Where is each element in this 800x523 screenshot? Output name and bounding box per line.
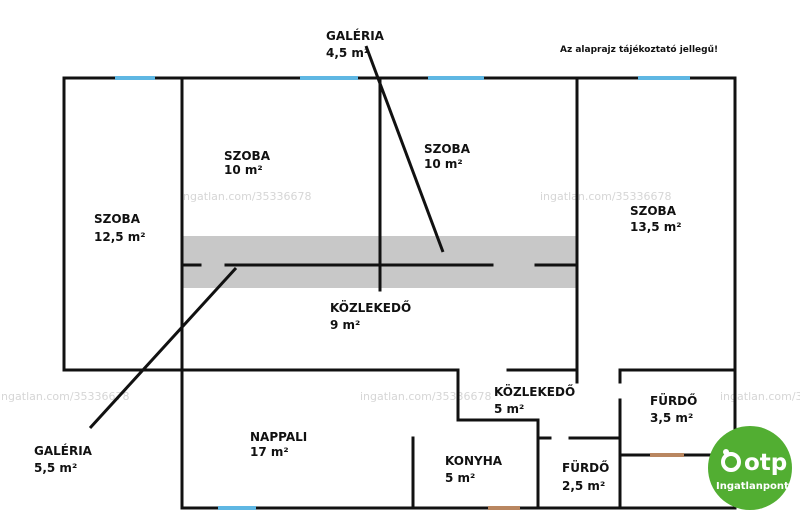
- walls: [62, 76, 737, 510]
- watermark: ingatlan.com/35336678: [0, 390, 130, 403]
- otp-logo: otp Ingatlanpont: [708, 426, 792, 510]
- gallery-top-label: GALÉRIA 4,5 m²: [326, 28, 385, 60]
- gallery-bottom-label: GALÉRIA 5,5 m²: [34, 443, 93, 475]
- room-name: SZOBA: [224, 149, 271, 163]
- room-area: 3,5 m²: [650, 411, 693, 425]
- gallery-area: 5,5 m²: [34, 461, 77, 475]
- watermarks: ingatlan.com/35336678 ingatlan.com/35336…: [0, 190, 800, 403]
- room-name: SZOBA: [630, 204, 677, 218]
- watermark: ingatlan.com/35336678: [540, 190, 672, 203]
- gallery-name: GALÉRIA: [326, 28, 385, 43]
- gallery-name: GALÉRIA: [34, 443, 93, 458]
- watermark: ingatlan.com/35336678: [180, 190, 312, 203]
- room-area: 10 m²: [224, 163, 263, 177]
- room-name: SZOBA: [424, 142, 471, 156]
- outer-wall: [62, 76, 737, 372]
- room-name: FÜRDŐ: [650, 393, 697, 408]
- room-labels: SZOBA 12,5 m² SZOBA 10 m² SZOBA 10 m² SZ…: [94, 142, 697, 493]
- room-area: 5 m²: [445, 471, 475, 485]
- room-name: NAPPALI: [250, 430, 307, 444]
- logo-brand: otp: [744, 450, 787, 476]
- watermark: ingatlan.com/35336678: [720, 390, 800, 403]
- logo-dot-icon: [723, 449, 729, 455]
- wall: [618, 368, 737, 384]
- gallery-pointers: [88, 45, 445, 430]
- gallery-pointer-top: [364, 45, 445, 253]
- room-name: KONYHA: [445, 454, 503, 468]
- room-area: 17 m²: [250, 445, 289, 459]
- room-name: KÖZLEKEDŐ: [494, 384, 575, 399]
- room-area: 12,5 m²: [94, 230, 146, 244]
- logo-badge: [708, 426, 792, 510]
- gallery-area: 4,5 m²: [326, 46, 369, 60]
- logo-subtitle: Ingatlanpont: [716, 481, 789, 492]
- room-area: 5 m²: [494, 402, 524, 416]
- wall: [456, 368, 540, 510]
- room-name: KÖZLEKEDŐ: [330, 300, 411, 315]
- watermark: ingatlan.com/35336678: [360, 390, 492, 403]
- disclaimer-note: Az alaprajz tájékoztató jellegű!: [560, 44, 718, 55]
- gallery-pointer-bottom: [88, 266, 238, 430]
- room-name: FÜRDŐ: [562, 460, 609, 475]
- room-area: 9 m²: [330, 318, 360, 332]
- room-name: SZOBA: [94, 212, 141, 226]
- room-area: 13,5 m²: [630, 220, 682, 234]
- room-area: 10 m²: [424, 157, 463, 171]
- windows: [115, 76, 690, 510]
- logo-ring-icon: [721, 452, 741, 472]
- doors: [488, 453, 684, 510]
- room-area: 2,5 m²: [562, 479, 605, 493]
